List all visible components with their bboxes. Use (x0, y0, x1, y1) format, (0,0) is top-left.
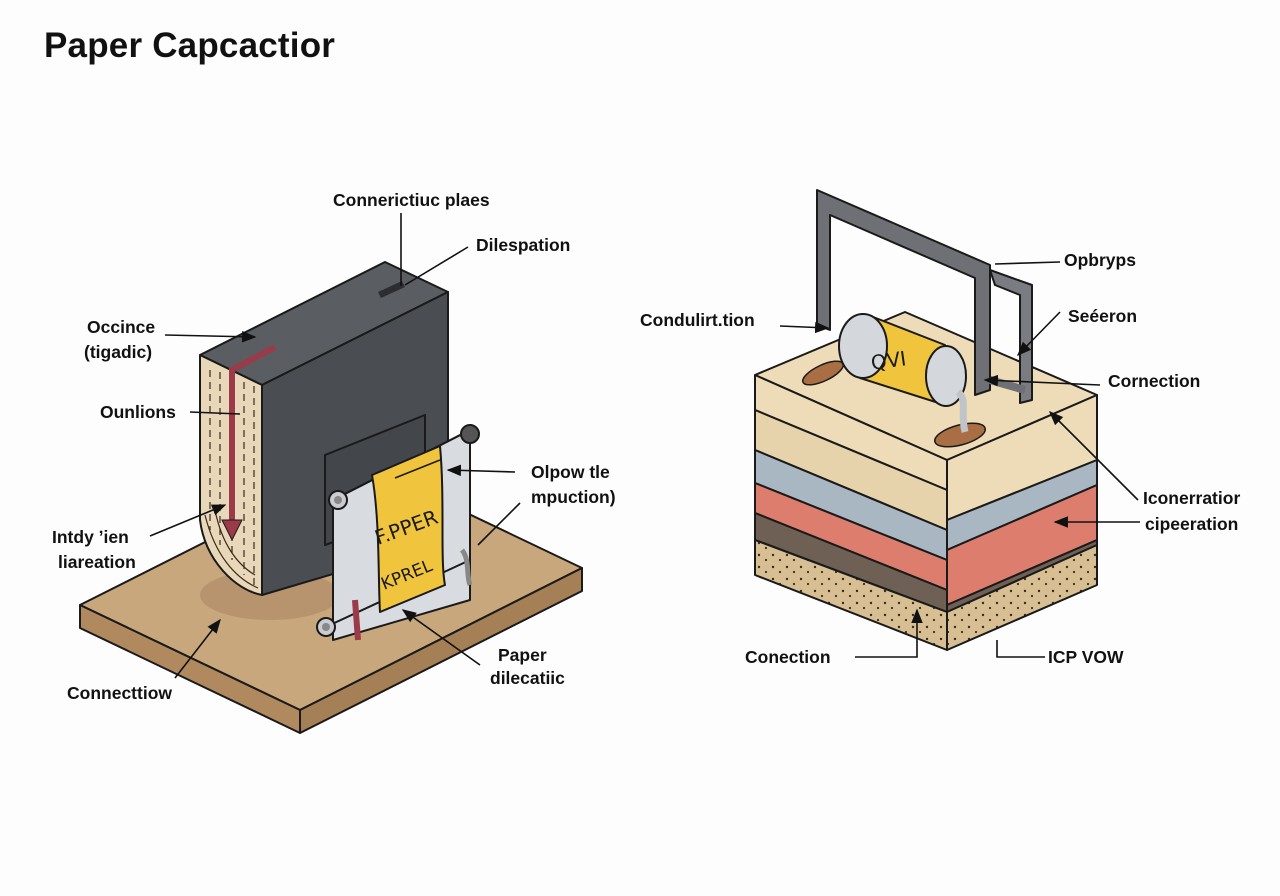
label-dielectric-2: dilecatiic (490, 668, 565, 688)
label-layers: Ounlions (100, 402, 176, 422)
left-capacitor-illustration: F.PPER KPREL Connerictiuc plaes Dilespat… (52, 190, 616, 734)
leader-layers (189, 411, 241, 415)
cylinder-text: QVI (869, 346, 907, 375)
label-dielectric-1: Paper (498, 645, 547, 665)
label-roller-2: mpuction) (531, 487, 616, 507)
label-connecting-plates: Connerictiuc plaes (333, 190, 490, 210)
leader-dielectric (401, 609, 481, 666)
label-conduction: Condulirt.tion (640, 310, 755, 330)
label-side: Seéeron (1068, 306, 1137, 326)
label-base: Connecttiow (67, 683, 172, 703)
leader-layer-group (1048, 410, 1139, 501)
leader-base (174, 618, 221, 679)
label-casing-1: Occince (87, 317, 155, 337)
leader-side (1016, 311, 1061, 357)
leader-roller-2 (477, 502, 521, 546)
leader-connection-top (983, 374, 1101, 387)
label-layer-group-2: cipeeration (1145, 514, 1238, 534)
label-bottom-right: ICP VOW (1048, 647, 1124, 667)
leader-dissipation (404, 246, 469, 286)
leader-frame (994, 261, 1061, 265)
leader-inner (149, 504, 227, 537)
label-dissipation: Dilespation (476, 235, 570, 255)
label-roller-1: Olpow tle (531, 462, 610, 482)
label-inner-1: Intdy ʼien (52, 527, 129, 547)
leader-conduction (779, 321, 830, 334)
paper-roll-cross-section (199, 344, 277, 596)
copper-pad (934, 422, 986, 448)
label-frame: Opbryps (1064, 250, 1136, 270)
paper-sheet (371, 445, 446, 613)
label-connection-bottom: Conection (745, 647, 831, 667)
leader-roller (446, 464, 516, 477)
label-casing-2: (tigadic) (84, 342, 152, 362)
label-layer-group-1: Iconerratior (1143, 488, 1240, 508)
label-inner-2: liareation (58, 552, 136, 572)
label-connection-top: Cornection (1108, 371, 1200, 391)
paper-roller-assembly: F.PPER KPREL (316, 424, 480, 641)
current-arrow (229, 344, 277, 522)
leader-casing (164, 330, 257, 343)
cylinder-component: QVI (802, 313, 986, 448)
leader-bottom-right (996, 640, 1045, 658)
leader-connection-bottom (855, 608, 923, 658)
page-title: Paper Capcactior (44, 26, 336, 65)
right-capacitor-illustration: QVI Condulirt.tion Opbryps Seéeron Corne… (640, 189, 1240, 667)
